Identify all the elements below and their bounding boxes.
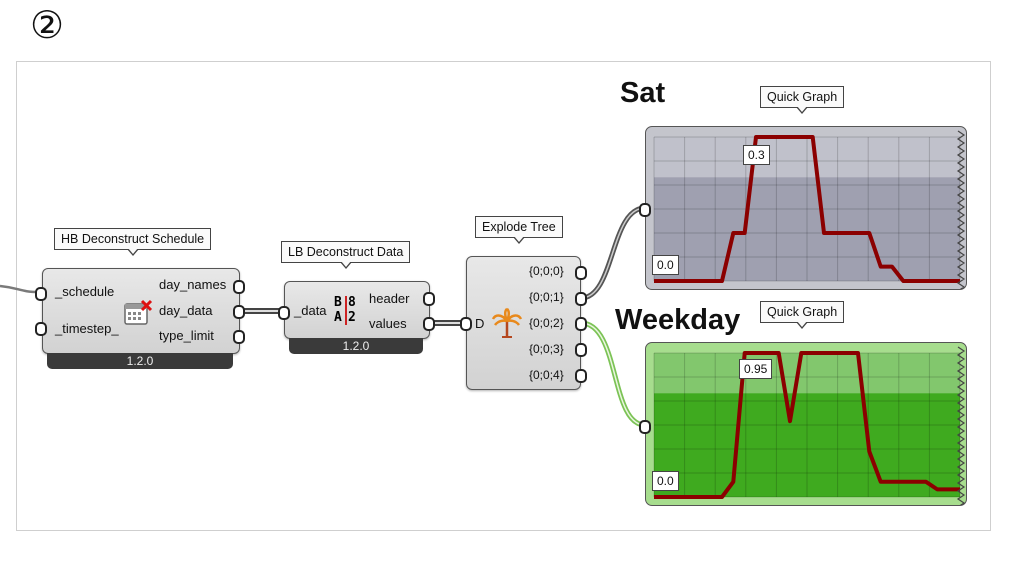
sat-max-value-label: 0.3 <box>743 145 770 165</box>
weekday-graph-input-port[interactable] <box>639 420 651 434</box>
sat-quick-graph-tag: Quick Graph <box>760 86 845 114</box>
weekday-quick-graph-tag: Quick Graph <box>760 301 845 329</box>
output-004-label: {0;0;4} <box>529 368 564 382</box>
output-type-limit-label: type_limit <box>159 328 214 343</box>
output-values-label: values <box>369 316 407 331</box>
explode-output-000-port[interactable] <box>575 266 587 280</box>
explode-output-002-port[interactable] <box>575 317 587 331</box>
input-timestep-label: _timestep_ <box>55 321 119 336</box>
sat-plot-background <box>654 137 960 281</box>
sat-quick-graph[interactable]: 0.3 0.0 <box>645 126 967 290</box>
sat-data-line <box>654 135 960 283</box>
step-number: ② <box>30 5 65 47</box>
input-data-label: _data <box>294 303 327 318</box>
sat-min-value-label: 0.0 <box>652 255 679 275</box>
palm-tree-icon <box>491 307 523 338</box>
lb-deconstruct-data-component[interactable]: _data header values B 8 A 2 <box>284 281 430 339</box>
wire-schedule-in <box>0 284 40 294</box>
data-b8a2-icon: B 8 A 2 <box>333 296 361 326</box>
input-d-label: D <box>475 316 485 331</box>
weekday-quick-graph[interactable]: 0.95 0.0 <box>645 342 967 506</box>
lb-input-data-port[interactable] <box>278 306 290 320</box>
icon-letter-b: B <box>334 295 342 310</box>
weekday-plot-highlight <box>654 353 960 394</box>
sat-resize-edge <box>956 130 966 289</box>
lb-output-values-port[interactable] <box>423 317 435 331</box>
sat-graph-plot <box>653 130 966 289</box>
wire-002-to-weekday <box>580 320 646 428</box>
explode-tree-title-tag: Explode Tree <box>475 216 563 244</box>
output-000-label: {0;0;0} <box>529 264 564 278</box>
wire-001-to-sat-inner <box>580 207 646 299</box>
output-003-label: {0;0;3} <box>529 342 564 356</box>
calendar-x-icon <box>124 299 153 325</box>
output-001-label: {0;0;1} <box>529 290 564 304</box>
input-schedule-label: _schedule <box>55 284 115 299</box>
output-day-data-label: day_data <box>159 303 213 318</box>
sat-heading: Sat <box>620 77 666 109</box>
icon-digit-two: 2 <box>348 310 356 325</box>
weekday-data-line <box>654 351 960 499</box>
weekday-heading: Weekday <box>615 304 741 336</box>
hb-output-day-names-port[interactable] <box>233 280 245 294</box>
wire-002-to-weekday-inner <box>580 322 646 426</box>
explode-output-003-port[interactable] <box>575 343 587 357</box>
weekday-resize-edge <box>956 346 966 505</box>
weekday-min-value-label: 0.0 <box>652 471 679 491</box>
hb-deconstruct-version: 1.2.0 <box>47 353 233 369</box>
hb-input-schedule-port[interactable] <box>35 287 47 301</box>
weekday-max-value-label: 0.95 <box>739 359 773 379</box>
explode-output-001-port[interactable] <box>575 292 587 306</box>
hb-deconstruct-schedule-component[interactable]: _schedule _timestep_ day_names day_data … <box>42 268 240 354</box>
explode-output-004-port[interactable] <box>575 369 587 383</box>
lb-output-header-port[interactable] <box>423 292 435 306</box>
hb-input-timestep-port[interactable] <box>35 322 47 336</box>
weekday-plot-background <box>654 353 960 497</box>
sat-plot-highlight <box>654 137 960 178</box>
sat-graph-input-port[interactable] <box>639 203 651 217</box>
weekday-graph-plot <box>653 346 966 505</box>
lb-deconstruct-version: 1.2.0 <box>289 338 423 354</box>
hb-output-day-data-port[interactable] <box>233 305 245 319</box>
hb-deconstruct-title-tag: HB Deconstruct Schedule <box>54 228 212 256</box>
hb-output-type-limit-port[interactable] <box>233 330 245 344</box>
lb-deconstruct-title-tag: LB Deconstruct Data <box>281 241 411 269</box>
explode-tree-component[interactable]: D {0;0;0} {0;0;1} {0;0;2} {0;0;3} {0;0;4… <box>466 256 581 390</box>
icon-digit-eight: 8 <box>348 295 356 310</box>
output-002-label: {0;0;2} <box>529 316 564 330</box>
output-day-names-label: day_names <box>159 277 227 292</box>
output-header-label: header <box>369 291 410 306</box>
icon-letter-a: A <box>334 310 342 325</box>
explode-input-d-port[interactable] <box>460 317 472 331</box>
